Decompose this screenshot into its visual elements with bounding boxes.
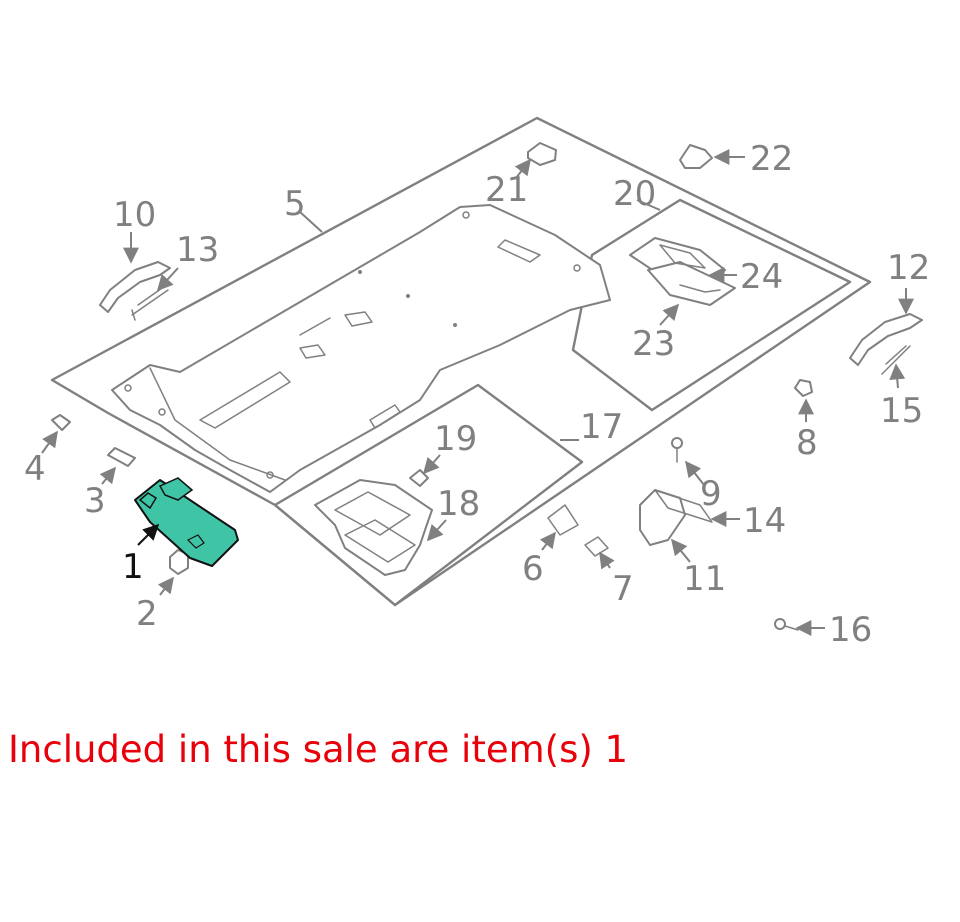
bracket-15 [881,345,911,375]
callout-21[interactable]: 21 [485,170,528,210]
cap-4 [51,414,71,431]
leader-9 [685,460,705,486]
callout-20[interactable]: 20 [613,174,656,214]
callout-22[interactable]: 22 [750,139,793,179]
callout-5[interactable]: 5 [284,184,306,224]
leader-4 [41,430,58,454]
callout-24[interactable]: 24 [740,257,783,297]
leader-11 [670,538,691,563]
leader-5 [299,211,323,233]
callout-11[interactable]: 11 [683,559,726,599]
map-lamp-frame [273,383,584,607]
callout-6[interactable]: 6 [522,549,544,589]
leader-2 [157,576,174,596]
leader-1 [137,523,160,546]
callout-8[interactable]: 8 [796,423,818,463]
clip-6 [547,504,579,536]
callout-18[interactable]: 18 [437,484,480,524]
headliner-part [111,204,611,493]
callout-4[interactable]: 4 [24,449,46,489]
leader-23 [659,303,680,326]
leader-15 [889,363,906,389]
overhead-console-frame [571,198,852,412]
callout-7[interactable]: 7 [612,569,634,609]
holder-2 [169,549,189,575]
clip-8 [794,379,813,397]
callout-12[interactable]: 12 [887,248,930,288]
leader-7 [599,551,615,570]
screw-16 [774,618,799,631]
leader-18 [426,519,447,542]
sale-note: Included in this sale are item(s) 1 [8,728,629,771]
callout-9[interactable]: 9 [700,474,722,514]
leader-6 [539,531,556,551]
grab-handle-10 [99,261,171,313]
clip-7 [584,536,609,557]
leader-20 [636,199,661,211]
callout-17[interactable]: 17 [580,407,623,447]
bracket-13 [131,285,169,321]
callout-1[interactable]: 1 [122,547,144,587]
callout-13[interactable]: 13 [176,230,219,270]
callout-14[interactable]: 14 [743,501,786,541]
callout-23[interactable]: 23 [632,324,675,364]
clip-22 [679,144,713,169]
leader-13 [156,267,179,292]
clip-21 [527,142,557,166]
parts-diagram: 1 2 3 4 5 6 7 8 9 10 11 12 13 14 15 16 1… [24,116,930,650]
screw-9 [671,437,683,463]
sun-visor-highlighted[interactable] [134,477,239,567]
leader-19 [422,454,441,475]
callout-3[interactable]: 3 [84,481,106,521]
callout-15[interactable]: 15 [880,391,923,431]
leader-21 [514,158,531,179]
callout-10[interactable]: 10 [113,195,156,235]
callout-16[interactable]: 16 [829,610,872,650]
callout-19[interactable]: 19 [434,419,477,459]
grab-handle-12 [849,313,923,366]
callout-2[interactable]: 2 [136,594,158,634]
clip-3 [107,447,136,467]
overhead-console-part [629,237,736,306]
leader-3 [99,466,117,485]
map-lamp-part [314,479,433,576]
